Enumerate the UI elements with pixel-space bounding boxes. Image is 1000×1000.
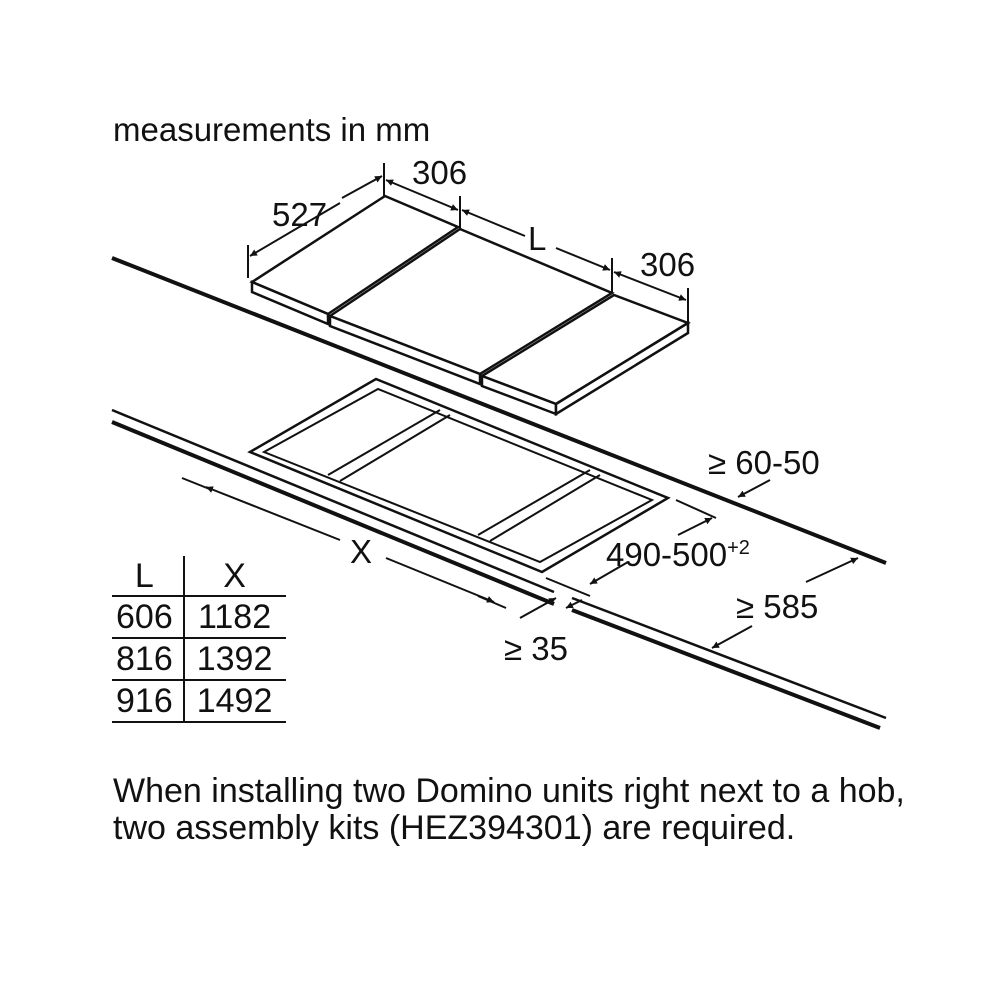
cell-l: 916 [112, 679, 185, 723]
cell-l: 606 [112, 595, 185, 638]
worktop-back-edge [111, 256, 887, 565]
cutout-width-label: X [350, 533, 372, 570]
left-width-label: 306 [412, 154, 467, 191]
cutout-depth-tolerance: +2 [727, 537, 750, 559]
table-header-row: L X [112, 556, 286, 596]
domino-unit-right [479, 293, 691, 417]
table-row: 816 1392 [112, 637, 287, 680]
worktop-cutout [247, 377, 671, 574]
cell-x: 1392 [183, 637, 287, 680]
table-row: 916 1492 [112, 679, 287, 723]
cutout-depth-label: 490-500+2 [606, 536, 750, 573]
front-clearance-label: ≥ 35 [504, 630, 568, 667]
installation-note: When installing two Domino units right n… [113, 772, 905, 847]
cell-l: 816 [112, 637, 185, 680]
cell-x: 1492 [183, 679, 287, 723]
dimension-table: L X 606 1182 816 1392 916 1492 [112, 556, 287, 723]
domino-unit-left [249, 194, 461, 326]
header-l: L [112, 556, 185, 596]
worktop-front-edge [111, 408, 887, 730]
right-width-label: 306 [640, 246, 695, 283]
cell-x: 1182 [183, 595, 287, 638]
dimension-lines [181, 163, 859, 649]
table-row: 606 1182 [112, 595, 287, 638]
cutout-depth-value: 490-500 [606, 536, 727, 573]
diagram-caption: measurements in mm [113, 111, 431, 148]
depth-label: 527 [272, 196, 327, 233]
worktop-depth-label: ≥ 585 [736, 588, 818, 625]
back-clearance-label: ≥ 60-50 [708, 444, 820, 481]
middle-width-label: L [528, 220, 546, 257]
header-x: X [223, 557, 246, 595]
